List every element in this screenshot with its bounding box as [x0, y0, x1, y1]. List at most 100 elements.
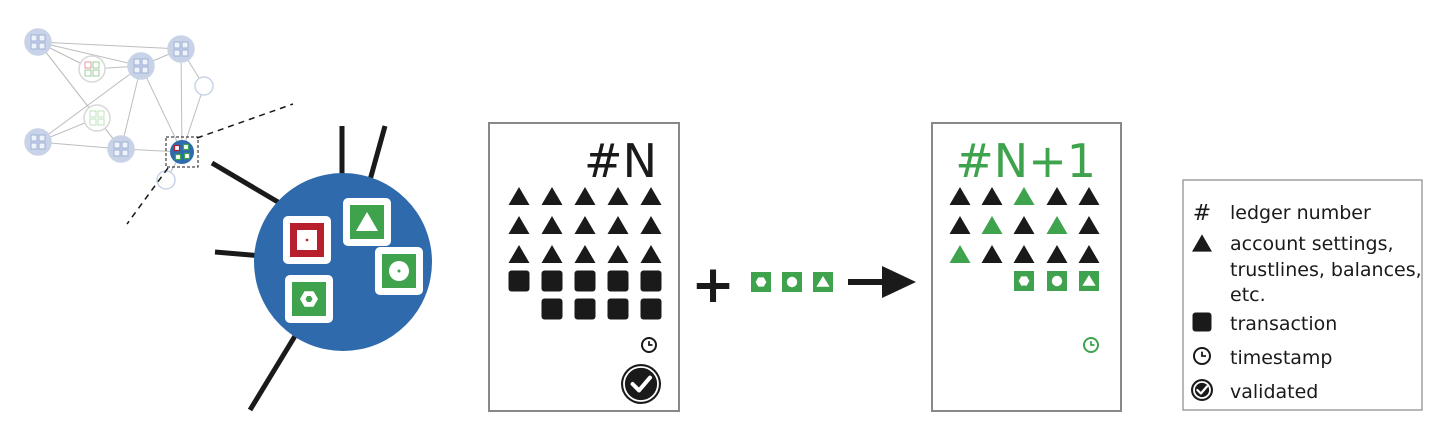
node-tx	[141, 66, 149, 74]
node-circle	[127, 52, 155, 80]
node-tx	[141, 58, 149, 66]
node-circle	[24, 28, 52, 56]
node-circle	[107, 135, 135, 163]
triangle-icon	[1046, 244, 1068, 264]
triangle-icon	[607, 186, 629, 206]
node-tx	[174, 153, 182, 161]
check-mark	[1196, 385, 1209, 395]
node-tx	[38, 34, 46, 42]
node-tx	[30, 42, 38, 50]
triangle-icon	[981, 215, 1003, 235]
incoming-transactions	[751, 272, 833, 292]
node-tx	[30, 34, 38, 42]
node-tx	[133, 58, 141, 66]
hexagon-icon	[1018, 276, 1030, 286]
ledger-current-frame	[488, 122, 680, 412]
square-icon	[541, 270, 563, 292]
circle-icon	[786, 276, 798, 288]
node-tx	[38, 42, 46, 50]
node-tx	[173, 144, 181, 152]
clock-icon	[641, 337, 657, 353]
legend-label: timestamp	[1230, 347, 1333, 369]
peer-network-graph	[24, 28, 214, 190]
legend-frame	[1182, 179, 1423, 411]
node-tx	[92, 69, 100, 77]
legend-label: trustlines, balances,	[1230, 259, 1422, 281]
plus-operator: +	[691, 255, 735, 315]
triangle-icon	[541, 186, 563, 206]
legend-item: #ledger number	[1193, 201, 1371, 226]
node-circle	[78, 55, 106, 83]
legend-item: validated	[1191, 379, 1318, 403]
hexagon-icon	[755, 277, 767, 287]
legend-label: etc.	[1230, 284, 1266, 306]
node-tx	[183, 152, 191, 160]
network-edge	[37, 41, 182, 50]
square-icon	[1192, 312, 1212, 332]
server-node-zoomed	[210, 125, 432, 412]
node-tx	[113, 149, 121, 157]
triangle-icon	[508, 215, 530, 235]
transaction-tile	[283, 216, 331, 264]
triangle-icon	[574, 244, 596, 264]
ledger-next-title: #N+1	[955, 134, 1096, 188]
triangle-icon	[1013, 186, 1035, 206]
node-tx	[173, 49, 181, 57]
node-tx	[181, 41, 189, 49]
node-tx	[92, 61, 100, 69]
check-ring	[1193, 381, 1211, 399]
node-tx	[84, 61, 92, 69]
peer-connection	[214, 249, 263, 259]
square-icon	[607, 270, 629, 292]
zoom-line-top	[196, 103, 294, 139]
triangle-icon	[1013, 244, 1035, 264]
triangle-icon	[1046, 215, 1068, 235]
node-tx	[30, 142, 38, 150]
arrow-icon	[848, 266, 916, 298]
node-tx	[38, 134, 46, 142]
triangle-icon	[541, 215, 563, 235]
peer-connection	[247, 334, 298, 412]
network-node	[167, 35, 195, 63]
triangle-icon	[574, 186, 596, 206]
triangle-icon	[640, 186, 662, 206]
triangle-icon	[816, 276, 830, 287]
node-tx	[84, 69, 92, 77]
ledger-current-title: #N	[584, 134, 657, 188]
node-tx	[30, 134, 38, 142]
triangle-icon	[640, 215, 662, 235]
node-circle	[167, 35, 195, 63]
legend-label: ledger number	[1230, 202, 1371, 224]
square-icon	[574, 270, 596, 292]
node-tx	[121, 141, 129, 149]
legend-label: account settings,	[1230, 233, 1394, 255]
network-edge	[37, 41, 142, 67]
network-edge	[120, 65, 142, 150]
square-icon	[574, 298, 596, 320]
transaction-tile	[375, 247, 423, 295]
legend-item: transaction	[1192, 312, 1337, 335]
transaction-tile	[343, 198, 391, 246]
node-tx	[182, 143, 190, 151]
transaction-tile	[285, 275, 333, 323]
ledger-current: #N	[488, 122, 680, 412]
triangle-icon	[981, 244, 1003, 264]
node-tx	[173, 41, 181, 49]
circle-icon	[1051, 275, 1063, 287]
network-node	[78, 55, 106, 83]
node-circle	[83, 104, 111, 132]
network-edge	[140, 65, 183, 153]
square-icon	[541, 298, 563, 320]
triangle-icon	[508, 186, 530, 206]
clock-hands	[1090, 341, 1095, 346]
triangle-icon	[607, 215, 629, 235]
network-node	[165, 136, 199, 168]
node-tx	[38, 142, 46, 150]
network-node	[24, 28, 52, 56]
triangle-icon	[949, 244, 971, 264]
node-tx	[89, 110, 97, 118]
legend-label: validated	[1230, 381, 1318, 403]
triangle-icon	[949, 186, 971, 206]
selection-box	[165, 136, 199, 168]
ledger-next-frame	[931, 122, 1122, 412]
